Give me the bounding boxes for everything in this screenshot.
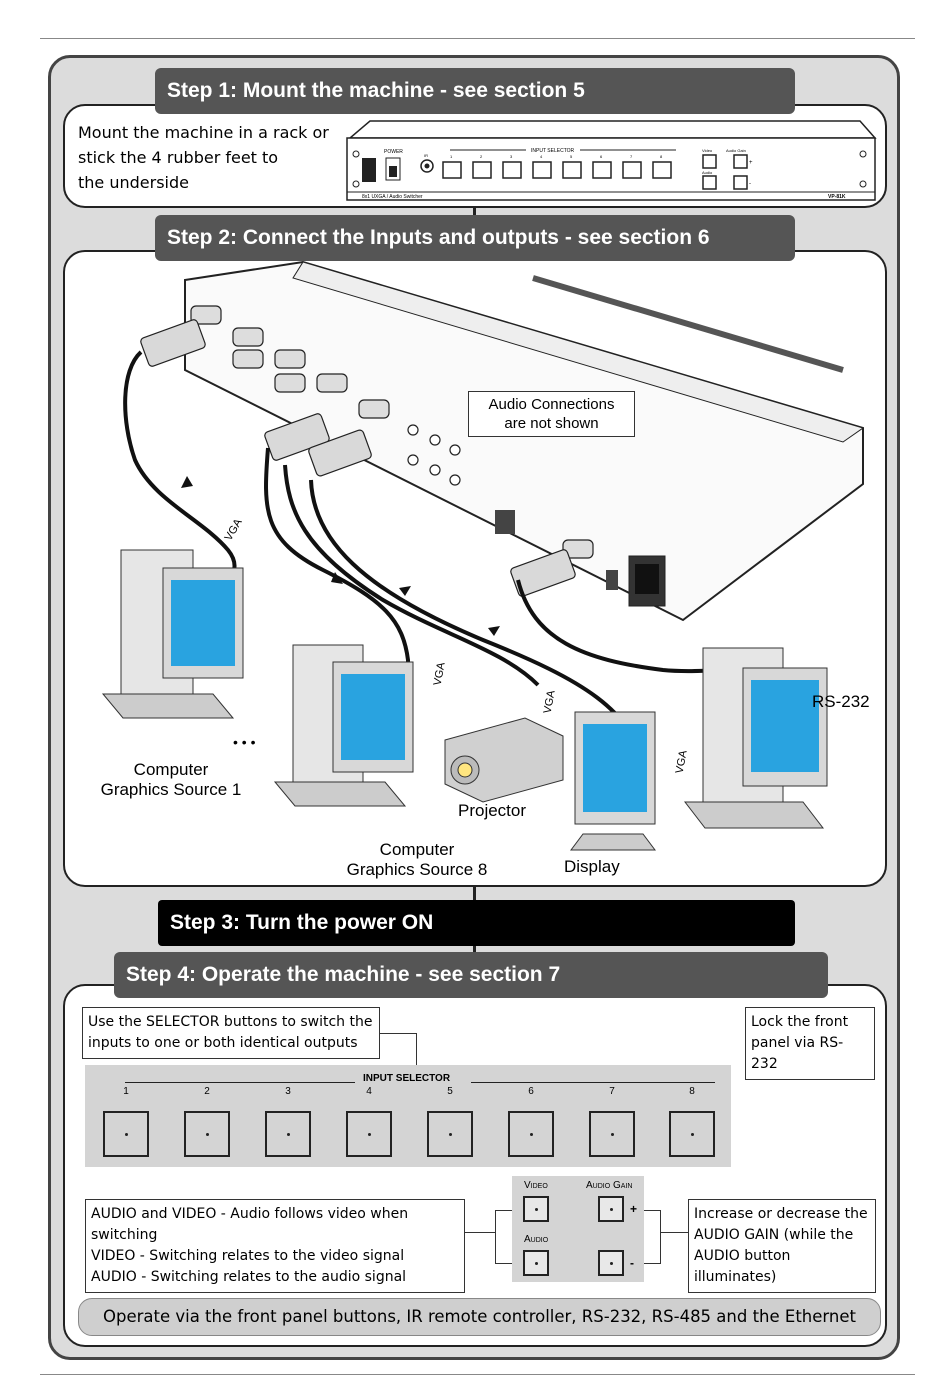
audio-button[interactable] [523, 1250, 549, 1276]
device-button-2 [472, 161, 492, 179]
audio-connections-note: Audio Connections are not shown [468, 391, 635, 437]
device-button-3 [502, 161, 522, 179]
computer-source-8 [273, 644, 414, 807]
device-button-5 [562, 161, 582, 179]
gain-plus-label: + [630, 1202, 638, 1216]
device-button-number-7: 7 [630, 154, 633, 159]
rs232-label: RS-232 [812, 692, 870, 711]
device-button-number-5: 5 [570, 154, 573, 159]
device-button-number-2: 2 [480, 154, 483, 159]
top-rule [40, 38, 915, 39]
projector [444, 717, 564, 803]
device-button-number-4: 4 [540, 154, 543, 159]
device-front-panel: 1 2 3 4 5 6 7 8 POWER IR INPUT SELECTOR Video A… [346, 120, 877, 201]
device-video-label: Video [702, 148, 713, 153]
selector-number-8: 8 [689, 1086, 695, 1097]
selector-number-3: 3 [285, 1086, 291, 1097]
selector-button-3[interactable] [265, 1111, 311, 1157]
step1-note: Mount the machine in a rack or stick the… [78, 123, 329, 192]
display-label: Display [564, 857, 620, 876]
computer-source-1 [101, 549, 244, 719]
device-button-4 [532, 161, 552, 179]
rear-vga-connectors [190, 305, 594, 559]
device-minus-label: - [749, 181, 751, 187]
selector-button-8[interactable] [669, 1111, 715, 1157]
bottom-rule [40, 1374, 915, 1375]
connection-diagram [101, 260, 865, 851]
audio-label: Audio [524, 1234, 549, 1245]
device-model-text: 8x1 UXGA / Audio Switcher [362, 194, 423, 200]
device-selector-buttons: 1 2 3 4 5 6 7 8 [442, 154, 672, 179]
device-button-number-8: 8 [660, 154, 663, 159]
ellipsis: • • • [233, 734, 256, 750]
selector-button-7[interactable] [589, 1111, 635, 1157]
device-input-selector-label: INPUT SELECTOR [531, 148, 575, 154]
gain-minus-label: - [630, 1256, 634, 1270]
device-power-label: POWER [384, 149, 403, 155]
selector-number-6: 6 [528, 1086, 534, 1097]
gain-note: Increase or decrease the AUDIO GAIN (whi… [688, 1199, 876, 1293]
video-label: Video [524, 1180, 548, 1191]
device-button-number-3: 3 [510, 154, 513, 159]
video-button[interactable] [523, 1196, 549, 1222]
selector-note: Use the SELECTOR buttons to switch the i… [82, 1007, 380, 1059]
selector-button-4[interactable] [346, 1111, 392, 1157]
display-monitor [570, 711, 656, 851]
selector-button-6[interactable] [508, 1111, 554, 1157]
device-audio-gain-label: Audio Gain [726, 148, 746, 153]
input-selector-label: INPUT SELECTOR [363, 1073, 451, 1084]
device-button-number-6: 6 [600, 154, 603, 159]
device-plus-label: + [749, 160, 753, 166]
selector-number-4: 4 [366, 1086, 372, 1097]
vga-plugs [140, 319, 576, 597]
device-button-1 [442, 161, 462, 179]
selector-number-1: 1 [123, 1086, 129, 1097]
audio-gain-plus-button[interactable] [598, 1196, 624, 1222]
projector-label: Projector [458, 801, 527, 820]
step2-title: Step 2: Connect the Inputs and outputs -… [155, 215, 795, 261]
step1-title: Step 1: Mount the machine - see section … [155, 68, 795, 114]
selector-button-5[interactable] [427, 1111, 473, 1157]
device-button-7 [622, 161, 642, 179]
selector-button-1[interactable] [103, 1111, 149, 1157]
selector-number-7: 7 [609, 1086, 615, 1097]
controller-computer [683, 647, 828, 829]
audio-gain-label: Audio Gain [586, 1180, 633, 1191]
device-button-number-1: 1 [450, 154, 453, 159]
device-button-8 [652, 161, 672, 179]
audio-video-panel: Video Audio Gain + Audio - [512, 1176, 644, 1282]
source8-label: Computer Graphics Source 8 [346, 840, 488, 879]
device-ir-label: IR [424, 153, 428, 158]
audio-gain-minus-button[interactable] [598, 1250, 624, 1276]
selector-number-5: 5 [447, 1086, 453, 1097]
source1-label: Computer Graphics Source 1 [100, 760, 242, 799]
step4-title: Step 4: Operate the machine - see sectio… [114, 952, 828, 998]
device-button-6 [592, 161, 612, 179]
lock-note: Lock the front panel via RS-232 [745, 1007, 875, 1080]
mode-note: AUDIO and VIDEO - Audio follows video wh… [85, 1199, 465, 1293]
input-selector-panel: INPUT SELECTOR 1 2 3 4 5 6 7 8 [85, 1065, 731, 1167]
selector-number-2: 2 [204, 1086, 210, 1097]
selector-button-2[interactable] [184, 1111, 230, 1157]
step3-title: Step 3: Turn the power ON [158, 900, 795, 946]
device-model-code: VP-81K [828, 194, 846, 200]
device-audio-label: Audio [702, 170, 713, 175]
operation-footer: Operate via the front panel buttons, IR … [78, 1298, 881, 1336]
